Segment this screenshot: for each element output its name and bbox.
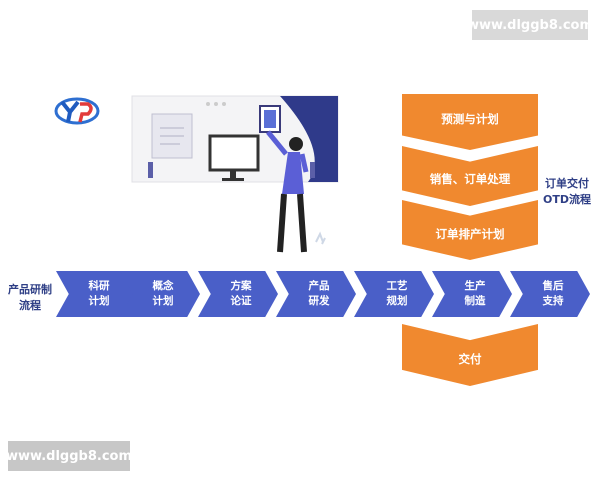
otd-step-forecast-plan: 预测与计划 <box>402 94 538 150</box>
otd-step-sales-order: 销售、订单处理 <box>402 146 538 206</box>
chevron-concept-plan: 概念计划 <box>120 271 200 317</box>
watermark-top: www.dlggb8.com <box>467 10 593 40</box>
watermark-bottom: www.dlggb8.com <box>6 441 132 471</box>
otd-process-label: 订单交付 OTD流程 <box>543 177 591 206</box>
chevron-product-rd: 产品研发 <box>276 271 356 317</box>
chevron-process-planning: 工艺规划 <box>354 271 434 317</box>
chevron-after-sales: 售后支持 <box>510 271 590 317</box>
chevron-research-plan: 科研计划 <box>56 271 136 317</box>
product-development-label: 产品研制 流程 <box>8 283 52 312</box>
company-logo <box>54 97 100 125</box>
chevron-manufacturing: 生产制造 <box>432 271 512 317</box>
otd-step-order-scheduling: 订单排产计划 <box>402 200 538 260</box>
otd-step-delivery: 交付 <box>402 324 538 386</box>
illustration-woman-at-board <box>131 95 339 253</box>
chevron-solution-review: 方案论证 <box>198 271 278 317</box>
